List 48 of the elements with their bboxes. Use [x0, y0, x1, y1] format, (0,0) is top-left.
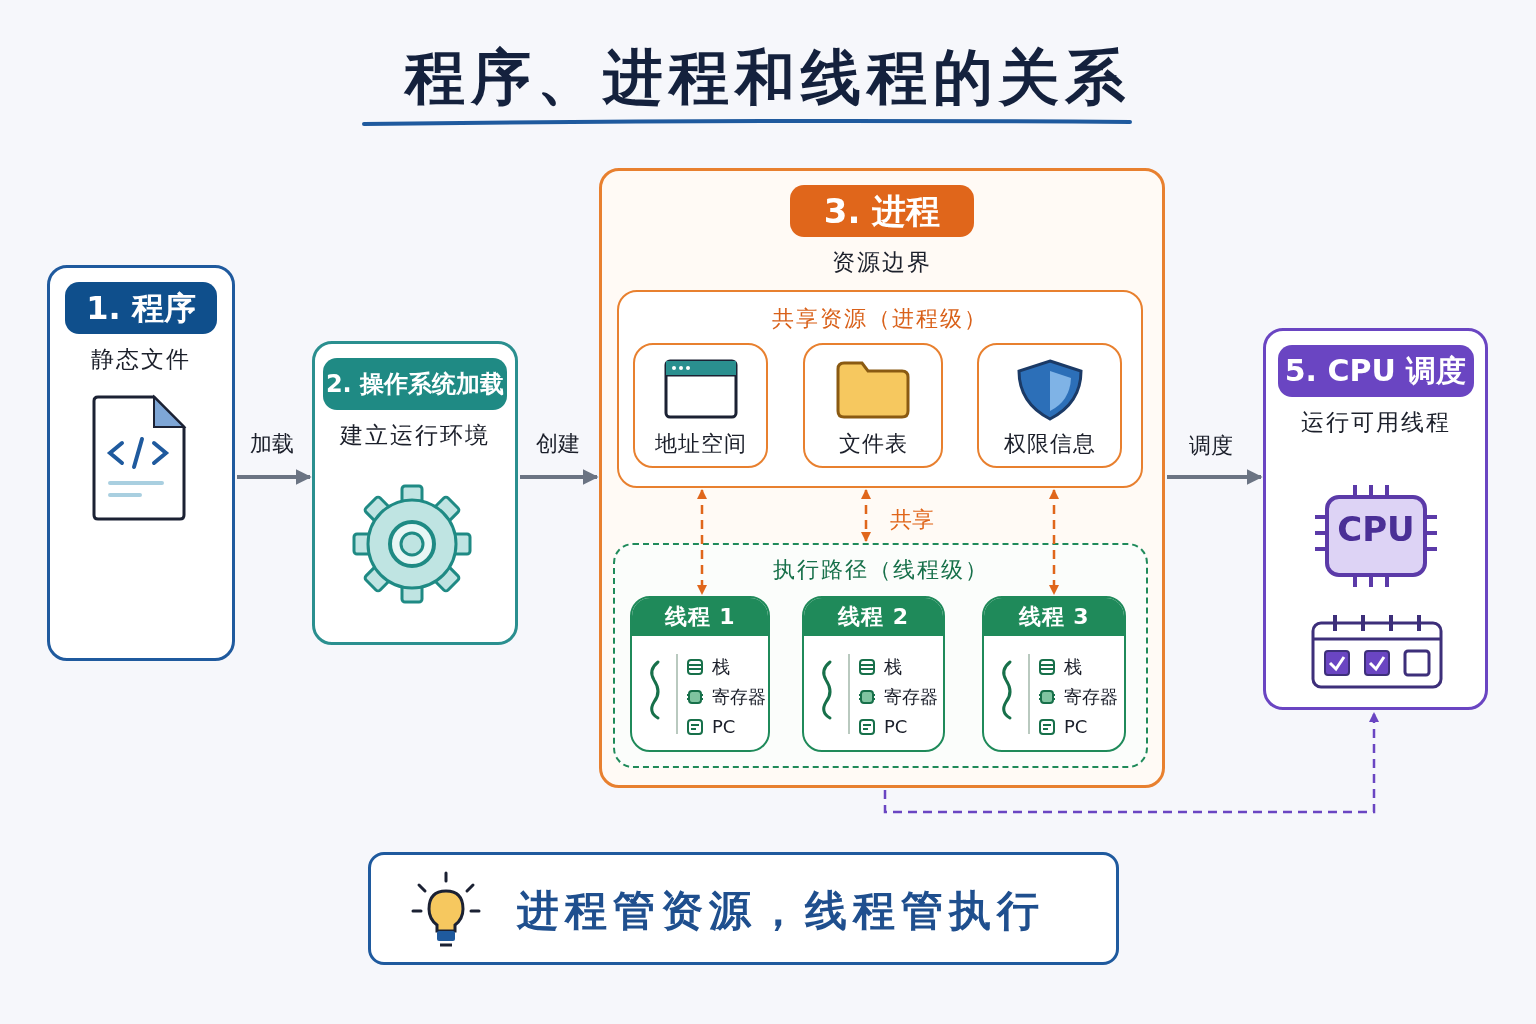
resource-card [977, 343, 1122, 468]
item-label: 寄存器 [884, 685, 938, 709]
section-title: 共享资源（进程级） [771, 305, 989, 333]
chip-label: CPU [1336, 509, 1416, 549]
dashed-arrow [697, 489, 707, 595]
subtitle: 静态文件 [90, 345, 192, 374]
loader-card [312, 341, 518, 645]
dashed-arrow [1049, 489, 1059, 595]
item-label: 寄存器 [1064, 685, 1118, 709]
arrow [520, 469, 599, 485]
title: 程序、进程和线程的关系 [403, 41, 1132, 114]
heading-pill: 5. CPU 调度 [1277, 345, 1474, 397]
item-label: PC [1064, 715, 1088, 739]
thread-header: 线程 3 [984, 598, 1124, 636]
section-title: 执行路径（线程级） [771, 556, 990, 584]
resource-label: 地址空间 [653, 430, 748, 458]
heading-pill: 3. 进程 [790, 185, 974, 237]
arrow [237, 469, 312, 485]
thread-header: 线程 2 [804, 598, 943, 636]
resource-card [633, 343, 768, 468]
item-label: PC [712, 715, 736, 739]
program-card [47, 265, 235, 661]
thread-card [982, 596, 1126, 752]
heading-pill: 2. 操作系统加载 [323, 358, 507, 410]
item-label: 栈 [884, 655, 902, 679]
scheduler-card [1263, 328, 1488, 710]
process-card [599, 168, 1165, 788]
arrow [1167, 469, 1263, 485]
resource-card [803, 343, 943, 468]
subtitle: 资源边界 [831, 248, 933, 277]
shared-resource-panel [617, 290, 1143, 488]
thread-header: 线程 1 [632, 598, 768, 636]
thread-card [630, 596, 770, 752]
resource-label: 文件表 [837, 430, 909, 458]
item-label: PC [884, 715, 908, 739]
item-label: 栈 [1064, 655, 1082, 679]
summary-text: 进程管资源，线程管执行 [517, 885, 1045, 937]
summary-banner [368, 852, 1119, 965]
resource-label: 权限信息 [1002, 430, 1097, 458]
item-label: 寄存器 [712, 685, 766, 709]
thread-panel [613, 543, 1148, 768]
dashed-arrow [861, 489, 871, 542]
thread-card [802, 596, 945, 752]
subtitle: 运行可用线程 [1299, 408, 1452, 437]
heading-pill: 1. 程序 [65, 282, 217, 334]
dashed-arrow [883, 712, 1379, 814]
subtitle: 建立运行环境 [339, 421, 491, 450]
item-label: 栈 [712, 655, 730, 679]
